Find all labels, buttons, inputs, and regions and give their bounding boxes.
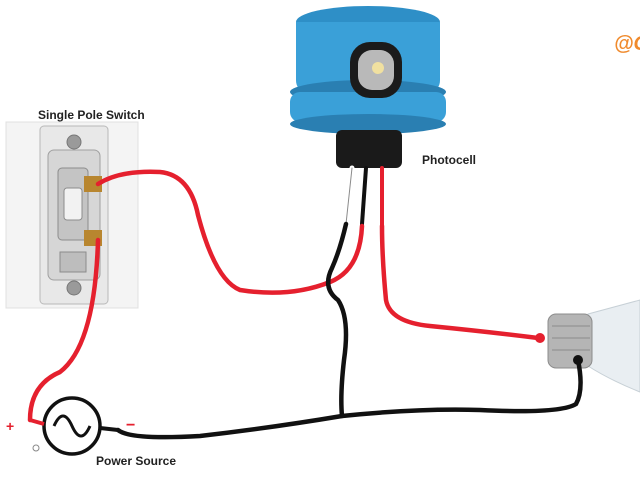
hot-wire-source-to-switch xyxy=(27,237,101,423)
hot-wire-photocell-to-bulb xyxy=(379,223,541,341)
neutral-wire-photocell xyxy=(325,221,349,419)
wires xyxy=(27,165,583,440)
power-source-label: Power Source xyxy=(96,454,176,468)
switch-label: Single Pole Switch xyxy=(38,108,145,122)
photocell-label: Photocell xyxy=(422,153,476,167)
single-pole-switch-icon xyxy=(5,121,139,309)
neutral-wire-source-to-bulb xyxy=(115,357,583,440)
light-bulb-icon xyxy=(535,299,640,393)
ac-source-icon xyxy=(29,396,119,456)
photocell-black-lead xyxy=(360,166,368,226)
watermark: @C xyxy=(614,33,640,55)
plus-label: + xyxy=(6,418,14,434)
photocell-white-lead-edge xyxy=(345,167,353,225)
photocell-sensor-icon xyxy=(290,6,446,168)
minus-label: − xyxy=(126,417,135,434)
hot-wire-switch-to-photocell xyxy=(95,169,365,295)
